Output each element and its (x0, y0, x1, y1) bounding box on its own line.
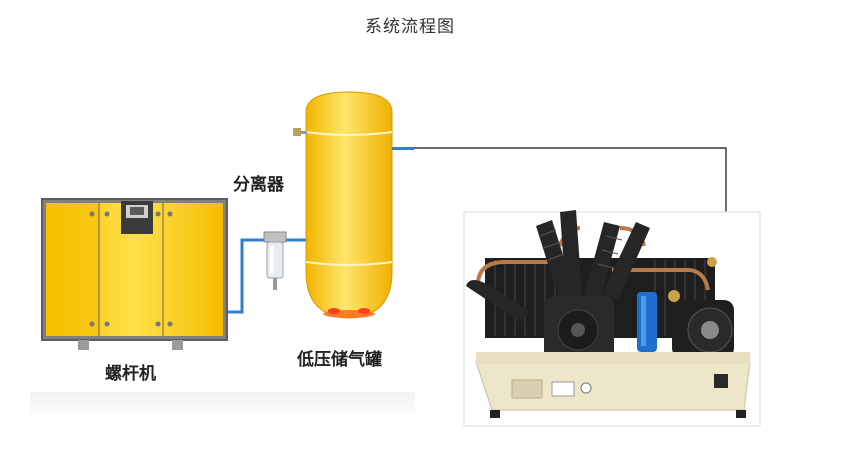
blue-filter-icon (637, 292, 657, 352)
separator (263, 231, 287, 290)
blue-pipe-left (227, 238, 268, 314)
screw-compressor-label: 螺杆机 (105, 364, 156, 384)
booster-compressor (463, 210, 761, 427)
low-pressure-tank-label: 低压储气罐 (297, 350, 382, 370)
diagram-title: 系统流程图 (365, 17, 455, 37)
floor-shadow (30, 392, 415, 422)
low-pressure-tank (293, 91, 414, 319)
screw-compressor (41, 198, 228, 350)
valve-icon (293, 128, 301, 136)
separator-label: 分离器 (233, 175, 284, 195)
